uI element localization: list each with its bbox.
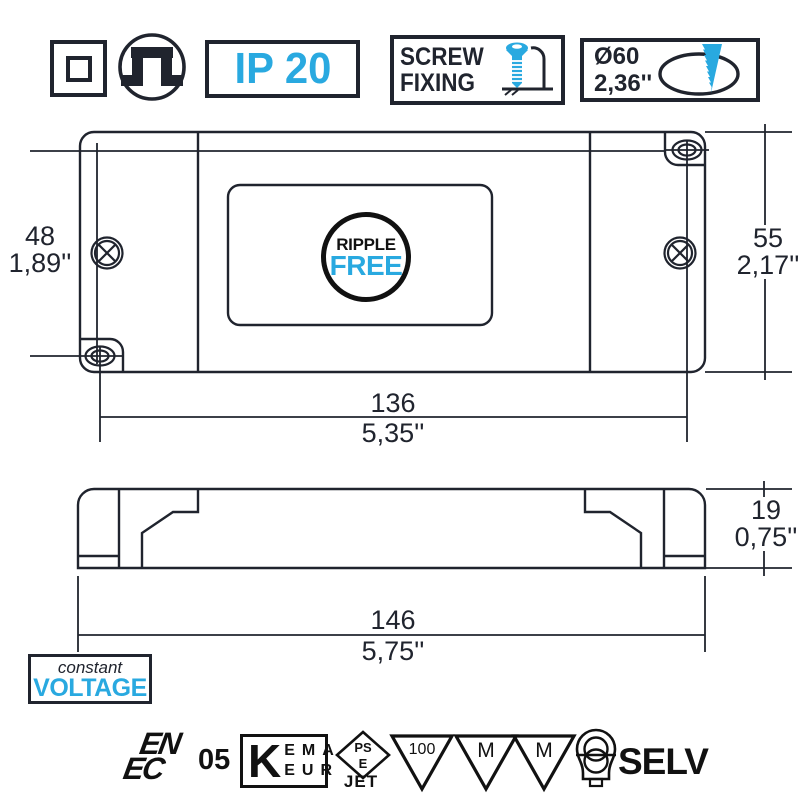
screw-fixing-badge: SCREW FIXING [390, 35, 565, 105]
kema-keur-mark: K EMA EUR [240, 734, 334, 788]
pse-text-ps: PS [354, 740, 372, 755]
triangle-100-text: 100 [409, 741, 436, 758]
triangle-m2-text: M [535, 739, 553, 762]
constant-voltage-badge: constant VOLTAGE [28, 654, 152, 704]
ripple-free-logo: RIPPLE FREE [321, 212, 411, 302]
top-view-outline [78, 130, 707, 374]
screw-fixing-line1: SCREW [400, 43, 484, 71]
hole-diameter-inch: 2,36'' [594, 70, 653, 97]
mounting-tab-top-right [663, 132, 705, 167]
triangle-m-mark-2: M [511, 734, 577, 793]
selv-label: SELV [618, 741, 709, 782]
class2-inner-square [65, 55, 92, 82]
kema-row2: EUR [284, 762, 340, 779]
dim-136-inch: 5,35'' [340, 420, 446, 447]
pse-text-e: E [359, 756, 368, 771]
kema-k-letter: K [248, 735, 282, 787]
pse-diamond-mark: PS E [335, 730, 391, 780]
top-view-dimension-lines [30, 124, 792, 442]
screw-fixing-line2: FIXING [400, 69, 476, 97]
safety-transformer-selv-icon [575, 728, 617, 788]
dim-48-mm: 48 [24, 221, 56, 251]
dim-48-inch: 1,89'' [8, 248, 72, 278]
hole-cutout-icon [658, 44, 740, 96]
triangle-100-mark: 100 [389, 734, 455, 793]
dim-55-mm: 55 [752, 223, 784, 253]
ip-rating-label: IP 20 [234, 44, 331, 93]
triangle-m-mark-1: M [453, 734, 519, 793]
dim-mounting-holes-vertical: 48 1,89'' [2, 223, 78, 277]
side-view-outline [76, 487, 707, 570]
dim-136-mm-value: 136 [370, 388, 416, 418]
dim-55-inch: 2,17'' [736, 250, 800, 280]
mounting-hole-badge: Ø60 2,36'' [580, 38, 760, 102]
kema-row1: EMA [284, 742, 341, 759]
dim-136-inch-value: 5,35'' [361, 418, 425, 448]
ip-rating-badge: IP 20 [205, 40, 360, 98]
voltage-label: VOLTAGE [33, 673, 147, 702]
kema-letter-rows: EMA EUR [284, 741, 341, 781]
ripple-free-line1: RIPPLE [336, 234, 396, 254]
constant-label: constant [57, 657, 123, 677]
dim-thickness: 19 0,75'' [729, 497, 800, 551]
dim-136-mm: 136 [340, 390, 446, 417]
dim-overall-height: 55 2,17'' [731, 225, 800, 279]
class2-insulation-icon [50, 40, 107, 97]
jet-label: JET [343, 772, 379, 791]
triangle-m1-text: M [477, 739, 495, 762]
screw-icon [502, 42, 554, 96]
screw-fixing-label: SCREW FIXING [400, 44, 484, 96]
dim-19-inch: 0,75'' [734, 522, 798, 552]
mounting-tab-bottom-left [80, 337, 125, 372]
dim-146-inch-value: 5,75'' [361, 636, 425, 666]
independent-mounting-icon [118, 33, 186, 101]
dim-146-inch: 5,75'' [340, 638, 446, 665]
dim-19-mm: 19 [750, 495, 782, 525]
ripple-free-line2: FREE [329, 249, 403, 281]
dim-146-mm: 146 [340, 607, 446, 634]
hole-size-label: Ø60 2,36'' [594, 43, 652, 97]
side-view-dimension-lines [77, 481, 792, 652]
enec-year: 05 [198, 744, 231, 776]
hole-diameter-mm: Ø60 [594, 43, 640, 70]
dim-146-mm-value: 146 [370, 605, 416, 635]
